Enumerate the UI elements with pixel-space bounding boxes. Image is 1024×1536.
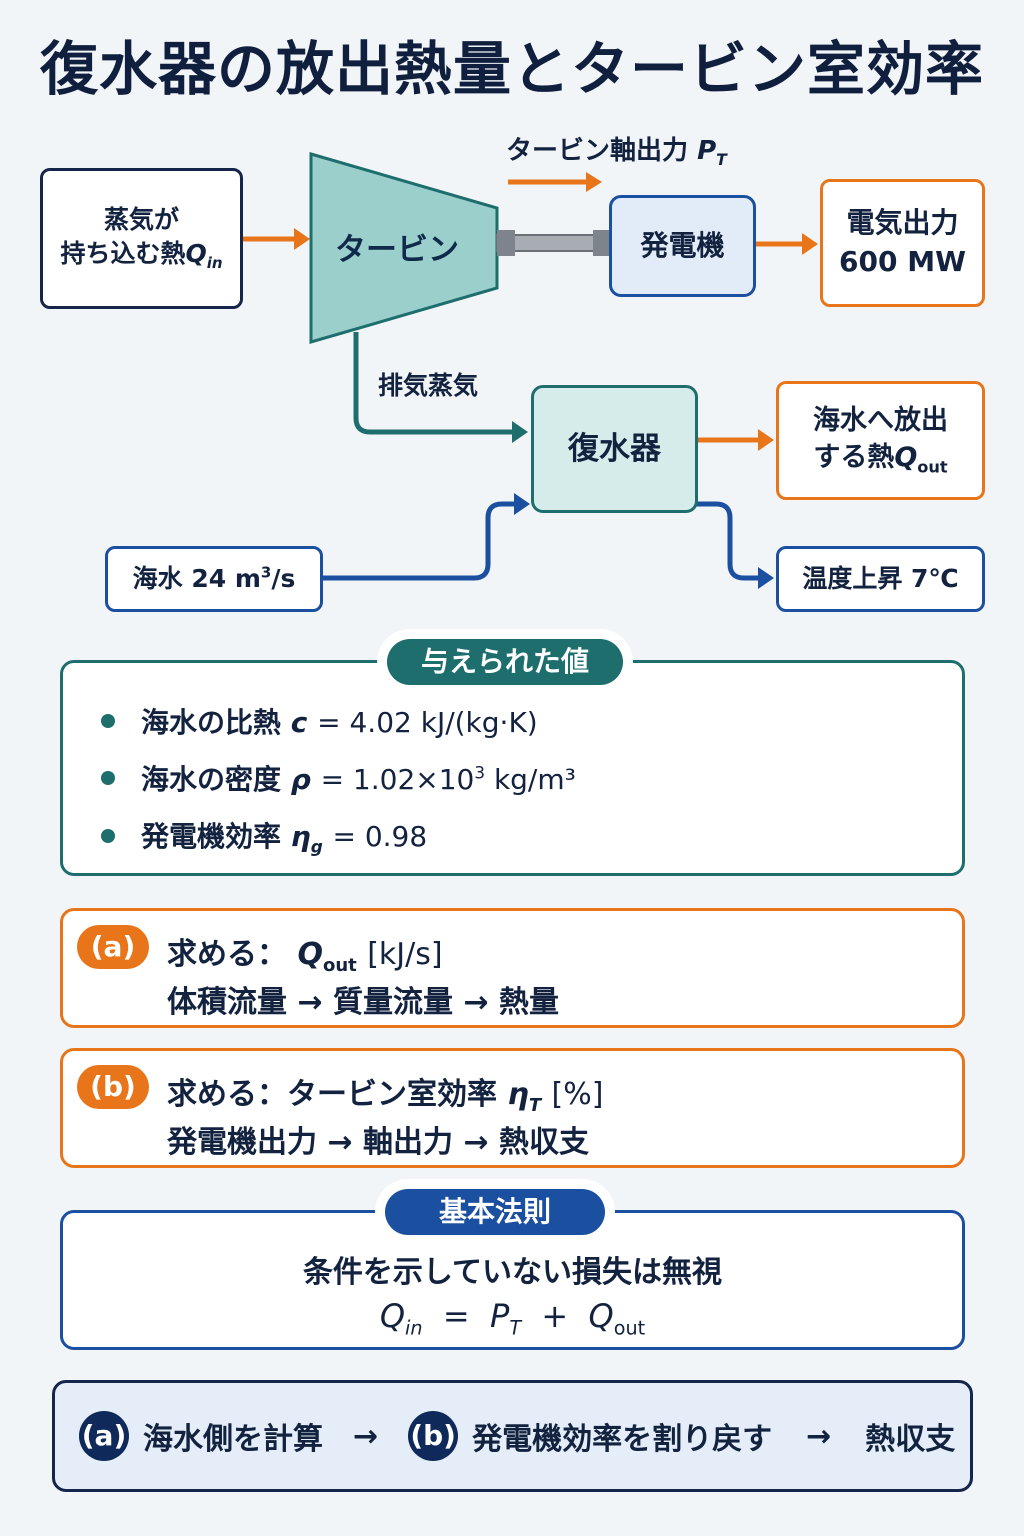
generator-box: 発電機	[609, 195, 756, 297]
shaft-output-label: タービン軸出力 PT	[506, 136, 727, 170]
coupling-right	[593, 230, 609, 256]
page-title: 復水器の放出熱量とタービン室効率	[39, 35, 984, 103]
given-item-density: 海水の密度 ρ = 1.02×103 kg/m³	[101, 758, 576, 798]
question-a-tag: (a)	[77, 925, 149, 969]
question-b-panel: (b) 求める：タービン室効率 ηT [%] 発電機出力 → 軸出力 → 熱収支	[60, 1048, 965, 1168]
summary-bar: (a) 海水側を計算 → (b) 発電機効率を割り戻す → 熱収支	[52, 1380, 973, 1492]
summary-b-badge: (b)	[408, 1411, 459, 1461]
seawater-in-arrow	[323, 501, 518, 581]
summary-a-text: 海水側を計算	[143, 1422, 323, 1457]
question-a-panel: (a) 求める： Qout [kJ/s] 体積流量 → 質量流量 → 熱量	[60, 908, 965, 1028]
elec-output-box: 電気出力 600 MW	[820, 179, 985, 307]
bullet-dot	[101, 771, 115, 785]
turbine-label: タービン	[335, 232, 459, 268]
heat-in-arrowhead	[294, 228, 310, 250]
given-values-panel: 与えられた値 海水の比熱 c = 4.02 kJ/(kg·K) 海水の密度 ρ …	[60, 639, 965, 876]
release-box: 海水へ放出 する熱Qout	[776, 381, 985, 500]
shaft-output-arrowhead	[586, 172, 602, 192]
coupling-left	[497, 230, 515, 256]
summary-a-badge: (a)	[79, 1411, 129, 1461]
heat-in-box: 蒸気が 持ち込む熱Qin	[40, 168, 243, 309]
seawater-out-arrow	[696, 501, 762, 581]
given-values-title: 与えられた値	[387, 639, 623, 685]
exhaust-arrowhead	[512, 421, 528, 443]
basic-law-panel: 基本法則 条件を示していない損失は無視 Qin = PT + Qout	[60, 1189, 965, 1350]
summary-end-text: 熱収支	[865, 1422, 956, 1457]
basic-law-equation: Qin = PT + Qout	[379, 1297, 646, 1340]
generator-label: 発電機	[640, 228, 725, 262]
seawater-box: 海水 24 m3/s	[105, 546, 323, 612]
basic-law-title: 基本法則	[385, 1189, 605, 1235]
release-arrowhead	[758, 429, 774, 451]
basic-law-statement: 条件を示していない損失は無視	[302, 1255, 723, 1290]
temp-rise-label: 温度上昇 7℃	[802, 563, 959, 593]
turbine-shape	[309, 152, 499, 344]
condenser-label: 復水器	[568, 430, 661, 467]
condenser-box: 復水器	[531, 385, 698, 513]
bullet-dot	[101, 828, 115, 843]
temp-rise-box: 温度上昇 7℃	[776, 546, 985, 612]
question-a-target: 求める： Qout [kJ/s]	[167, 937, 443, 976]
given-item-specific-heat: 海水の比熱 c = 4.02 kJ/(kg·K)	[101, 701, 538, 741]
seawater-out-arrowhead	[758, 567, 774, 589]
flow-diagram	[243, 152, 818, 589]
elec-line1: 電気出力	[846, 206, 959, 240]
seawater-label: 海水 24 m3/s	[132, 563, 296, 593]
summary-arrow-2: →	[806, 1418, 832, 1454]
bullet-dot	[101, 714, 115, 728]
question-b-target: 求める：タービン室効率 ηT [%]	[167, 1077, 604, 1116]
release-line2: する熱Qout	[813, 442, 948, 477]
heat-in-line1: 蒸気が	[103, 204, 179, 234]
summary-arrow-1: →	[353, 1418, 379, 1454]
question-b-tag: (b)	[77, 1065, 149, 1109]
exhaust-arrow	[353, 332, 516, 435]
heat-in-line2: 持ち込む熱Qin	[60, 239, 223, 273]
release-line1: 海水へ放出	[813, 405, 948, 436]
elec-output-arrowhead	[802, 233, 818, 255]
question-a-steps: 体積流量 → 質量流量 → 熱量	[167, 985, 560, 1020]
question-b-steps: 発電機出力 → 軸出力 → 熱収支	[167, 1125, 590, 1160]
summary-b-text: 発電機効率を割り戻す	[472, 1422, 773, 1457]
exhaust-label: 排気蒸気	[378, 371, 479, 400]
given-item-generator-efficiency: 発電機効率 ηg = 0.98	[101, 815, 427, 857]
elec-line2: 600 MW	[839, 245, 966, 278]
seawater-in-arrowhead	[514, 493, 530, 515]
